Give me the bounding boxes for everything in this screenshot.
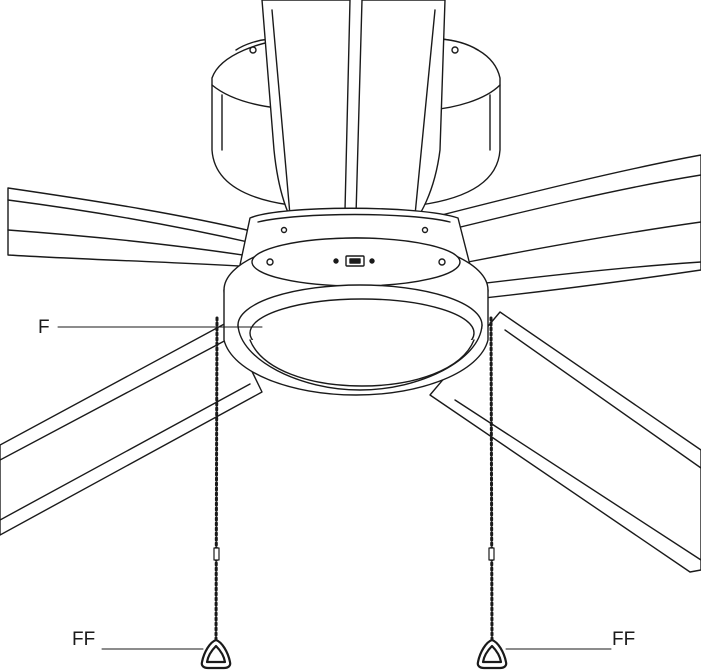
light-kit-glass	[237, 284, 483, 391]
blade-top	[261, 0, 446, 233]
pull-chain-left	[213, 316, 220, 642]
blade-lower-left	[0, 321, 263, 536]
pull-chain-fob-left	[200, 638, 232, 670]
callout-label-ff-left: FF	[72, 629, 96, 650]
callout-label-ff-right: FF	[612, 629, 636, 650]
callout-leader-lines	[57, 326, 612, 650]
blade-right	[429, 154, 701, 301]
pull-chain-right	[488, 316, 495, 642]
pull-chain-fob-right	[476, 638, 508, 670]
callout-label-f: F	[38, 317, 50, 338]
blade-left	[7, 187, 281, 269]
